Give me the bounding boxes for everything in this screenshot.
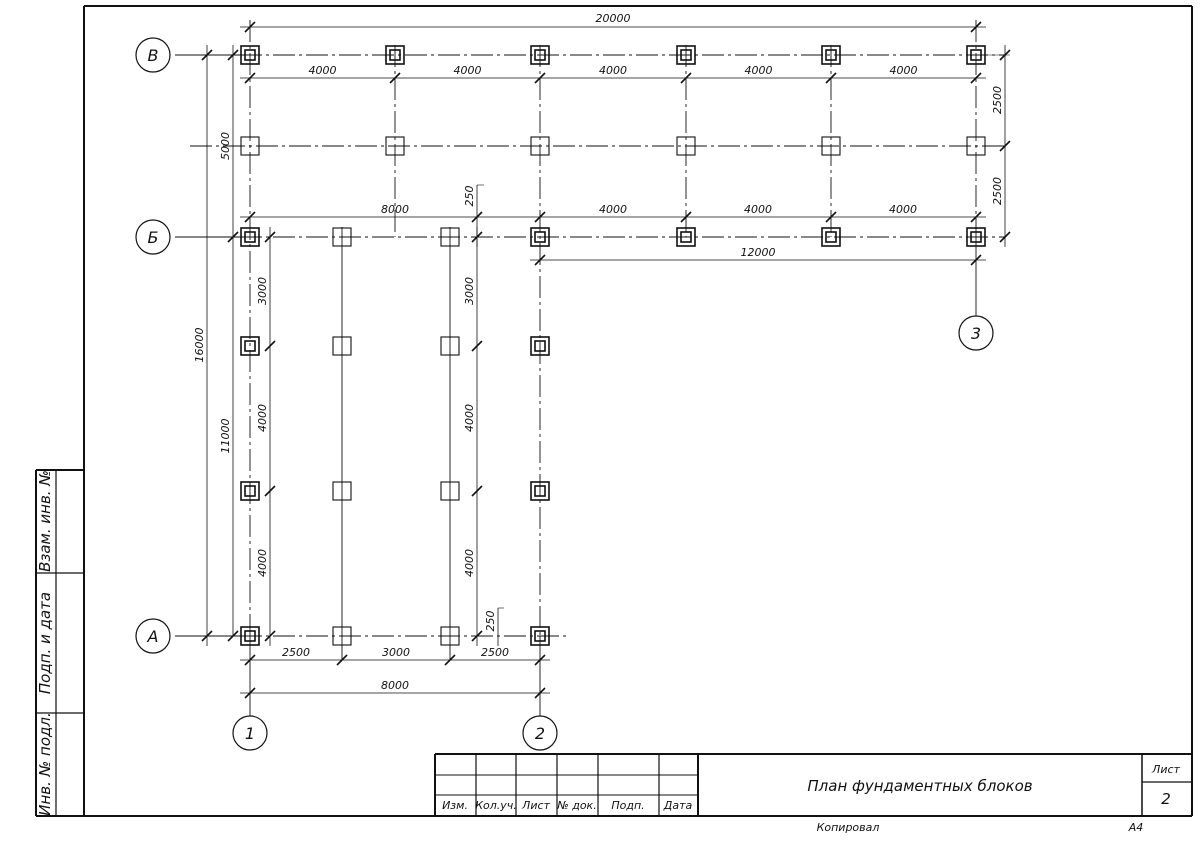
- foundation-block: [676, 45, 696, 65]
- foundation-block: [240, 45, 260, 65]
- dimension-right-upper: 2500: [991, 86, 1004, 114]
- foundation-block: [530, 626, 550, 646]
- title-block-header: Изм.: [442, 799, 468, 812]
- dimension-inner-v: 4000: [463, 549, 476, 577]
- dimension-inner-v: 3000: [463, 277, 476, 305]
- dimension-inner-v: 4000: [463, 404, 476, 432]
- foundation-block: [821, 136, 841, 156]
- foundation-block: [240, 336, 260, 356]
- side-stamp-field-3: Инв. № подл.: [36, 712, 54, 815]
- axis-bubble-row-b: [135, 219, 171, 255]
- dimension-top-bay: 4000: [890, 64, 918, 77]
- dimension-col1-v: 3000: [256, 277, 269, 305]
- foundation-block: [240, 481, 260, 501]
- dimension-col1-v: 4000: [256, 549, 269, 577]
- foundation-block: [530, 136, 550, 156]
- dimension-col1-v: 4000: [256, 404, 269, 432]
- dimension-mid-bay: 4000: [599, 203, 627, 216]
- axis-bubble-col-1: [232, 715, 268, 751]
- foundation-block: [440, 336, 460, 356]
- dimension-mid-8000: 8000: [381, 203, 409, 216]
- dimension-mid-12000: 12000: [741, 246, 776, 259]
- dimension-bottom-overall: 8000: [381, 679, 409, 692]
- dimension-mid-bay: 4000: [744, 203, 772, 216]
- side-stamp-field-2: Подп. и дата: [36, 592, 54, 694]
- axis-label-row-a: А: [147, 627, 159, 646]
- foundation-block: [676, 227, 696, 247]
- foundation-block: [440, 227, 460, 247]
- sheet-label: Лист: [1151, 763, 1180, 776]
- dimension-left-overall: 16000: [193, 328, 206, 363]
- title-block-header: № док.: [556, 799, 596, 812]
- foundation-block: [530, 481, 550, 501]
- dimension-bottom: 2500: [282, 646, 310, 659]
- axis-label-col-3: 3: [971, 324, 981, 343]
- foundation-block: [676, 136, 696, 156]
- axis-bubble-col-2: [522, 715, 558, 751]
- dimension-offset-bottom: 250: [484, 611, 497, 632]
- dimension-top-overall: 20000: [596, 12, 631, 25]
- dimension-left-vb: 5000: [219, 132, 232, 160]
- dimension-mid-bay: 4000: [889, 203, 917, 216]
- axis-bubble-row-a: [135, 618, 171, 654]
- foundation-block: [440, 481, 460, 501]
- foundation-block: [240, 136, 260, 156]
- foundation-block: [821, 227, 841, 247]
- copied-label: Копировал: [817, 821, 880, 834]
- dimension-offset-top: 250: [463, 186, 476, 207]
- foundation-block: [966, 227, 986, 247]
- drawing-title: План фундаментных блоков: [807, 777, 1032, 795]
- foundation-block: [385, 136, 405, 156]
- axis-label-row-b: Б: [148, 228, 159, 247]
- foundation-block: [385, 45, 405, 65]
- axis-label-col-2: 2: [535, 724, 545, 743]
- dimension-top-bay: 4000: [309, 64, 337, 77]
- foundation-block: [440, 626, 460, 646]
- title-block-header: Лист: [521, 799, 550, 812]
- foundation-block: [332, 227, 352, 247]
- dimension-top-bay: 4000: [454, 64, 482, 77]
- axis-bubble-row-v: [135, 37, 171, 73]
- dimension-top-bay: 4000: [599, 64, 627, 77]
- foundation-block: [332, 626, 352, 646]
- foundation-block: [530, 336, 550, 356]
- dimension-bottom: 3000: [382, 646, 410, 659]
- dimension-left-ab: 11000: [219, 419, 232, 454]
- foundation-block: [240, 626, 260, 646]
- foundation-block: [530, 45, 550, 65]
- side-stamp-field-1: Взам. инв. №: [36, 470, 54, 572]
- format-label: А4: [1128, 821, 1144, 834]
- dimension-top-bay: 4000: [745, 64, 773, 77]
- dimension-right-lower: 2500: [991, 177, 1004, 205]
- title-block-header: Дата: [663, 799, 693, 812]
- axis-label-col-1: 1: [245, 724, 255, 743]
- foundation-block: [821, 45, 841, 65]
- foundation-block: [332, 336, 352, 356]
- dimension-bottom: 2500: [481, 646, 509, 659]
- sheet-number: 2: [1161, 790, 1171, 808]
- foundation-block: [966, 136, 986, 156]
- foundation-block: [240, 227, 260, 247]
- title-block-header: Кол.уч.: [475, 799, 517, 812]
- foundation-block: [530, 227, 550, 247]
- foundation-block: [332, 481, 352, 501]
- axis-bubble-col-3: [958, 315, 994, 351]
- title-block-header: Подп.: [611, 799, 644, 812]
- axis-label-row-v: В: [148, 46, 159, 65]
